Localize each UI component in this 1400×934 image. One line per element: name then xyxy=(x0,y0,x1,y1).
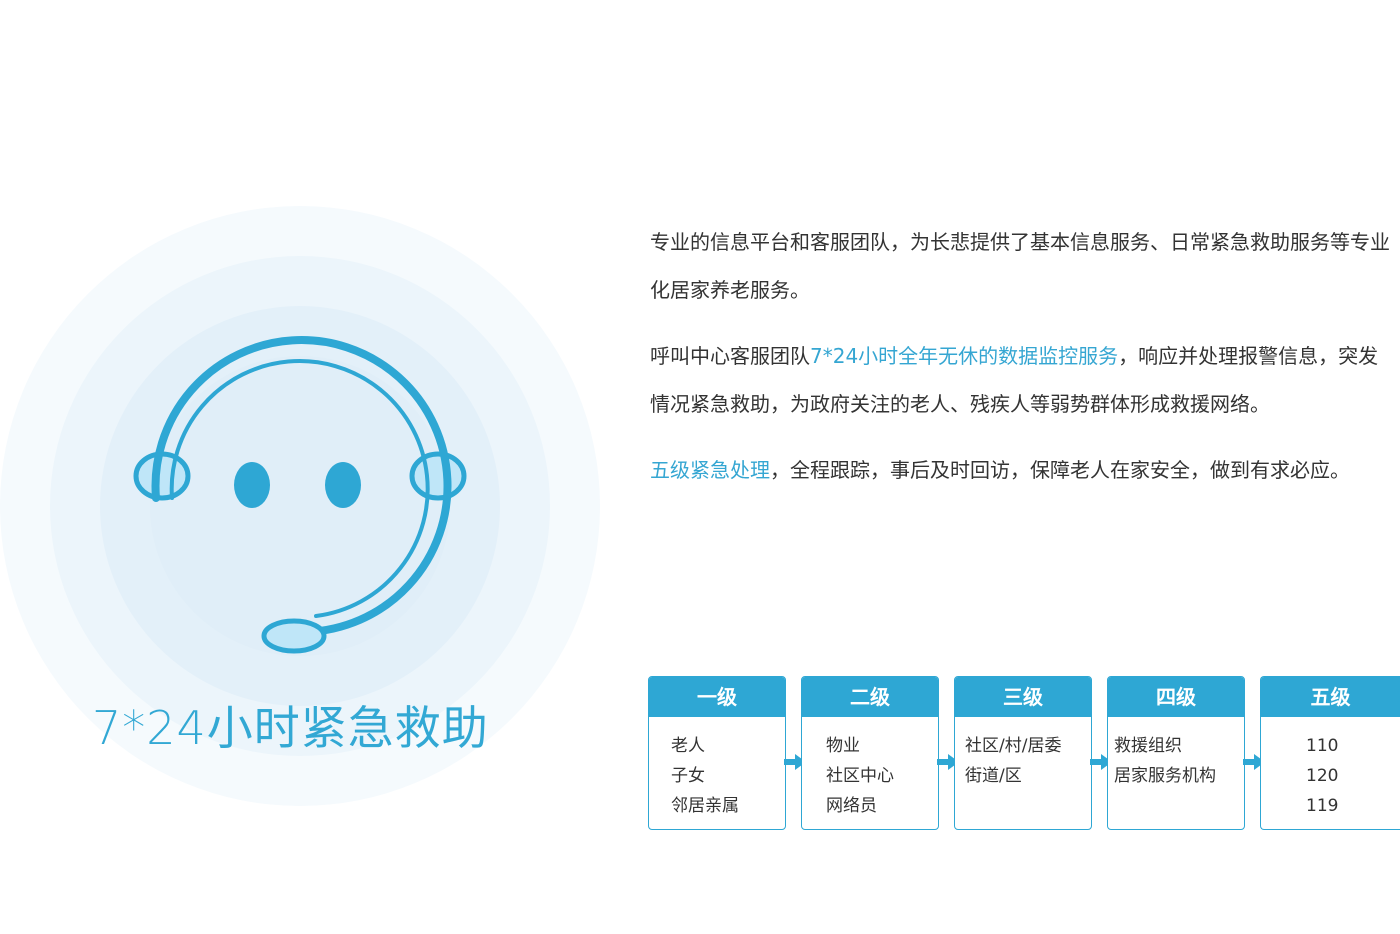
level-card-2: 二级 物业 社区中心 网络员 xyxy=(801,676,939,830)
level-card-items: 110 120 119 xyxy=(1261,717,1400,821)
level-card-title: 五级 xyxy=(1261,677,1400,717)
level-item: 居家服务机构 xyxy=(1114,766,1216,786)
level-item: 物业 xyxy=(826,736,860,756)
level-card-title: 三级 xyxy=(955,677,1091,717)
level-card-title: 一级 xyxy=(649,677,785,717)
headset-icon xyxy=(133,336,467,654)
arrow-right-icon xyxy=(1090,754,1112,770)
description: 专业的信息平台和客服团队，为长悲提供了基本信息服务、日常紧急救助服务等专业化居家… xyxy=(650,218,1395,512)
highlight-text: 7*24小时全年无休的数据监控服务 xyxy=(810,344,1119,368)
level-item: 119 xyxy=(1306,796,1339,816)
level-item: 子女 xyxy=(671,766,705,786)
level-card-items: 物业 社区中心 网络员 xyxy=(802,717,938,821)
level-item: 街道/区 xyxy=(965,766,1022,786)
level-item: 老人 xyxy=(671,736,705,756)
paragraph-call-center: 呼叫中心客服团队7*24小时全年无休的数据监控服务，响应并处理报警信息，突发情况… xyxy=(650,344,1379,416)
arrow-right-icon xyxy=(937,754,959,770)
level-item: 110 xyxy=(1306,736,1339,756)
level-card-title: 四级 xyxy=(1108,677,1244,717)
level-item: 邻居亲属 xyxy=(671,796,739,816)
arrow-right-icon xyxy=(1243,754,1265,770)
level-card-3: 三级 社区/村/居委 街道/区 xyxy=(954,676,1092,830)
level-card-title: 二级 xyxy=(802,677,938,717)
level-card-1: 一级 老人 子女 邻居亲属 xyxy=(648,676,786,830)
level-card-4: 四级 救援组织 居家服务机构 xyxy=(1107,676,1245,830)
level-card-items: 救援组织 居家服务机构 xyxy=(1108,717,1244,791)
level-flow: 一级 老人 子女 邻居亲属 二级 物业 社区中心 网络员 三级 xyxy=(648,676,1400,834)
paragraph-five-levels: 五级紧急处理，全程跟踪，事后及时回访，保障老人在家安全，做到有求必应。 xyxy=(650,458,1350,482)
level-card-5: 五级 110 120 119 xyxy=(1260,676,1400,830)
level-item: 救援组织 xyxy=(1114,736,1182,756)
level-item: 120 xyxy=(1306,766,1339,786)
level-card-items: 社区/村/居委 街道/区 xyxy=(955,717,1091,791)
hero-title: 7*24小时紧急救助 xyxy=(92,701,489,755)
paragraph-intro: 专业的信息平台和客服团队，为长悲提供了基本信息服务、日常紧急救助服务等专业化居家… xyxy=(650,230,1390,302)
level-item: 社区中心 xyxy=(826,766,894,786)
highlight-text: 五级紧急处理 xyxy=(650,458,770,482)
level-item: 网络员 xyxy=(826,796,877,816)
level-card-items: 老人 子女 邻居亲属 xyxy=(649,717,785,821)
level-item: 社区/村/居委 xyxy=(965,736,1062,756)
arrow-right-icon xyxy=(784,754,806,770)
